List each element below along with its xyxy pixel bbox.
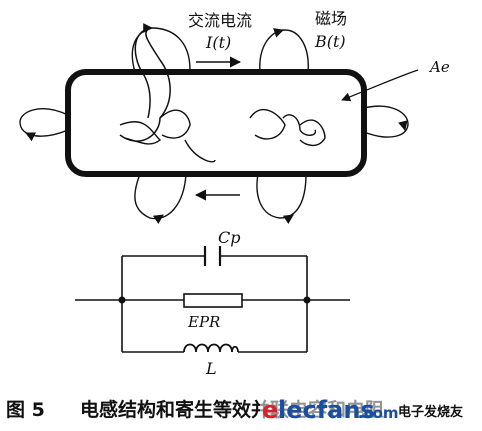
inductor-symbol [183, 343, 239, 353]
capacitor-label: Cp [218, 228, 240, 247]
current-label: 交流电流 [188, 11, 252, 30]
inductor-coil [65, 69, 367, 177]
field-loop-bottom-right [256, 173, 307, 224]
core-area-label: Ae [428, 58, 450, 76]
capacitor-symbol [203, 246, 222, 266]
inner-field-lines [119, 108, 326, 163]
field-loop-right [363, 105, 409, 138]
junction-left [118, 296, 126, 304]
junction-right [303, 296, 311, 304]
field-loop-top-right [259, 28, 317, 136]
current-symbol: I(t) [205, 33, 231, 52]
core-area-pointer [341, 69, 419, 102]
figure-number: 图 5 [6, 399, 45, 421]
field-loop-bottom-left [134, 173, 187, 224]
field-loop-left [19, 108, 69, 142]
field-loop-top-left-2 [131, 23, 191, 73]
svg-text:电子发烧友: 电子发烧友 [398, 404, 463, 420]
svg-text:e: e [262, 396, 278, 424]
field-label: 磁场 [315, 9, 347, 28]
inductor-label: L [205, 359, 217, 378]
svg-text:lecfans: lecfans [278, 396, 375, 424]
resistor-label: EPR [187, 313, 220, 331]
field-symbol: B(t) [314, 32, 346, 51]
watermark-logo: e lecfans .com 电子发烧友 [260, 394, 482, 424]
svg-text:.com: .com [358, 404, 399, 422]
resistor-symbol [183, 293, 243, 308]
